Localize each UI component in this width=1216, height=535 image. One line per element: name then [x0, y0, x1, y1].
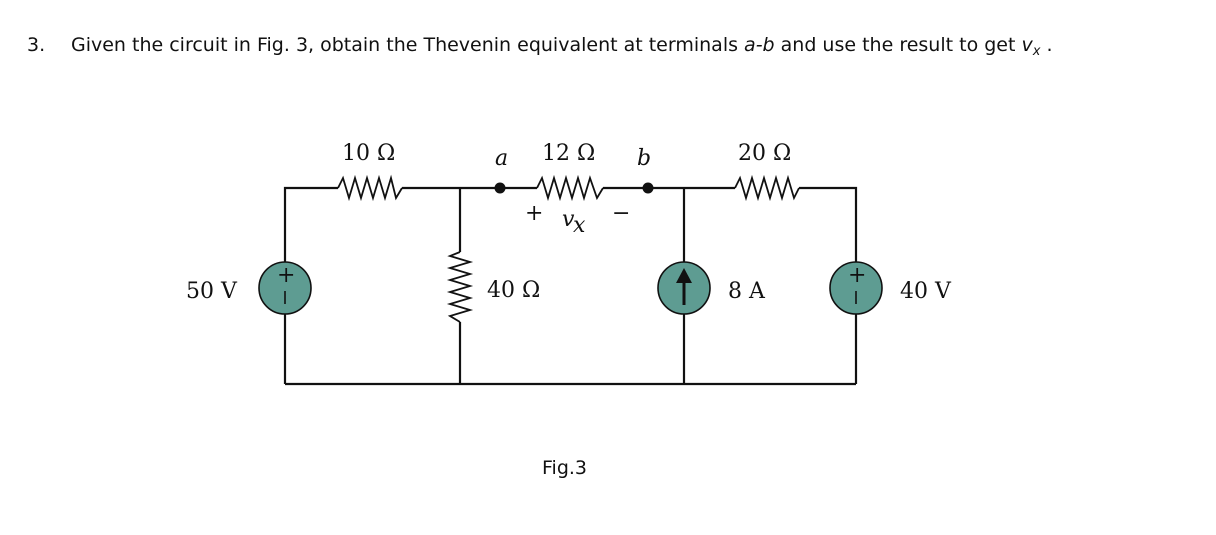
- voltage-source-50v: +: [258, 261, 312, 315]
- question-text-part1: Given the circuit in Fig. 3, obtain the …: [71, 34, 745, 56]
- current-arrow-icon: [676, 268, 692, 283]
- voltage-source-50v-label: 50 V: [186, 279, 238, 304]
- wire-left-top: [283, 186, 338, 262]
- vx-label-subscript: x: [573, 213, 586, 238]
- vx-subscript: x: [1032, 44, 1041, 59]
- resistor-20ohm-label: 20 Ω: [738, 141, 791, 166]
- circuit-wires: [283, 186, 858, 386]
- vx-minus-sign: −: [612, 201, 630, 226]
- terminal-b-label: b: [637, 146, 651, 171]
- voltage-source-40v-body: [829, 261, 883, 315]
- wire-right-top: [799, 186, 858, 262]
- question-text: 3. Given the circuit in Fig. 3, obtain th…: [27, 34, 1053, 59]
- terminal-a-dot: [494, 182, 506, 194]
- voltage-source-40v: +: [829, 261, 883, 315]
- resistor-10ohm: [337, 174, 403, 202]
- voltage-source-50v-plus: +: [277, 263, 295, 288]
- question-text-end: .: [1040, 34, 1053, 56]
- question-number: 3.: [27, 34, 46, 56]
- vx-label: v: [562, 207, 575, 232]
- voltage-source-50v-body: [258, 261, 312, 315]
- resistor-10ohm-label: 10 Ω: [342, 141, 395, 166]
- resistor-40ohm-label: 40 Ω: [487, 278, 540, 303]
- resistor-20ohm: [734, 174, 800, 202]
- terminal-b-dot: [642, 182, 654, 194]
- terminal-a-label: a: [495, 146, 508, 171]
- terminals-label: a-b: [744, 34, 775, 56]
- voltage-source-40v-label: 40 V: [900, 279, 952, 304]
- resistor-12ohm-label: 12 Ω: [542, 141, 595, 166]
- current-source-8a: [657, 261, 711, 315]
- current-source-label: 8 A: [728, 279, 766, 304]
- resistor-40ohm: [446, 251, 474, 323]
- resistor-12ohm: [536, 174, 604, 202]
- voltage-source-40v-plus: +: [848, 263, 866, 288]
- figure-caption: Fig.3: [542, 457, 587, 479]
- vx-plus-sign: +: [525, 201, 543, 226]
- vx-variable: v: [1021, 34, 1033, 56]
- question-text-part2: and use the result to get: [774, 34, 1022, 56]
